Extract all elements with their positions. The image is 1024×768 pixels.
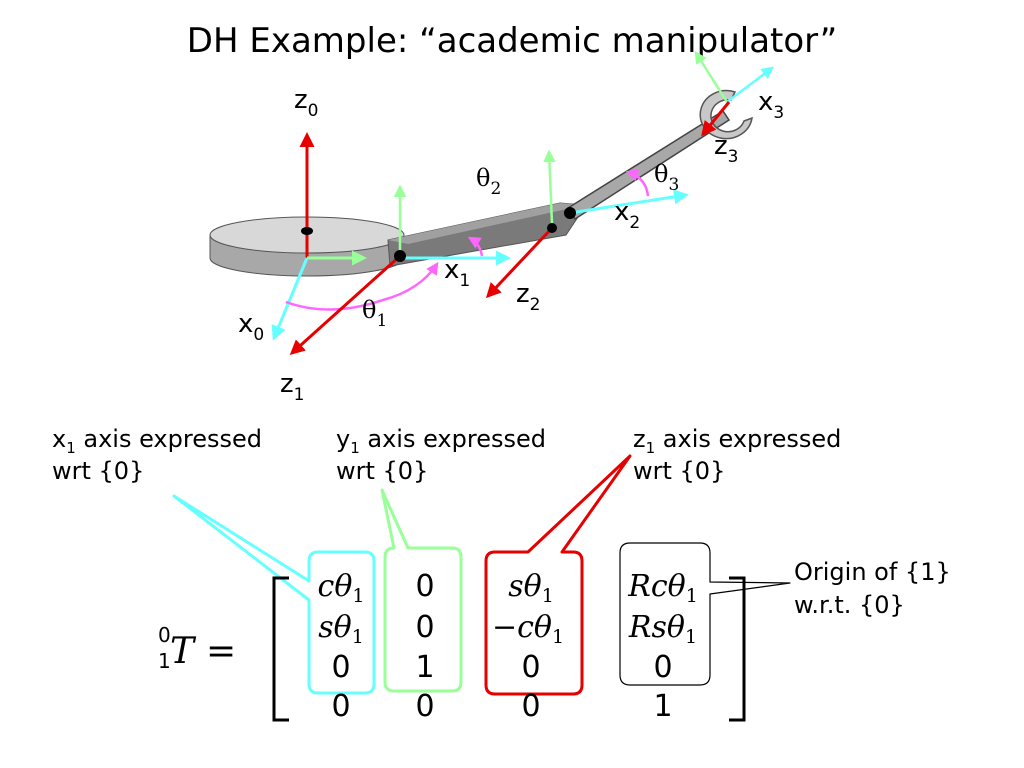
theta3-label: θ3 [654, 160, 679, 195]
y2-axis-arrow [543, 149, 556, 225]
x2-label: x2 [614, 197, 640, 233]
x3-axis-arrow [726, 66, 774, 103]
z3-axis-arrow [701, 101, 731, 137]
matrix-col-4: Rcθ1 Rsθ1 0 1 [627, 569, 698, 724]
svg-text:0: 0 [653, 650, 672, 685]
callout-box-cyan [172, 494, 376, 695]
svg-text:0: 0 [415, 569, 434, 604]
right-bracket [729, 576, 746, 722]
svg-text:−cθ1: −cθ1 [492, 610, 564, 648]
theta1-label: θ1 [362, 296, 387, 331]
theta2-label: θ2 [476, 164, 501, 199]
x1-label: x1 [444, 255, 470, 291]
svg-text:sθ1: sθ1 [318, 610, 364, 648]
svg-text:x1 axis expressed: x1 axis expressed [52, 425, 262, 457]
joint-dot-base [301, 227, 313, 235]
svg-text:=: = [206, 631, 236, 672]
svg-text:1: 1 [653, 689, 672, 724]
matrix-col-2: 0 0 1 0 [415, 569, 434, 724]
svg-text:w.r.t. {0}: w.r.t. {0} [794, 591, 905, 619]
svg-text:0: 0 [331, 650, 350, 685]
slide-title: DH Example: “academic manipulator” [187, 21, 837, 61]
svg-text:0: 0 [415, 610, 434, 645]
callout-z1: z1 axis expressed wrt {0} [633, 425, 841, 485]
svg-text:z1 axis expressed: z1 axis expressed [633, 425, 841, 457]
svg-text:wrt {0}: wrt {0} [336, 457, 428, 485]
z1-label: z1 [280, 369, 304, 405]
svg-text:1: 1 [415, 650, 434, 685]
svg-text:y1 axis expressed: y1 axis expressed [336, 425, 546, 457]
svg-text:sθ1: sθ1 [508, 569, 554, 607]
x2-axis-arrow [569, 189, 689, 215]
callout-y1: y1 axis expressed wrt {0} [336, 425, 546, 485]
x3-label: x3 [758, 87, 784, 123]
svg-text:0: 0 [415, 689, 434, 724]
joint-dot-2a [547, 223, 557, 233]
svg-text:0: 0 [331, 689, 350, 724]
svg-text:cθ1: cθ1 [318, 569, 365, 607]
callout-box-origin [619, 542, 791, 686]
svg-text:0: 0 [521, 650, 540, 685]
svg-text:wrt {0}: wrt {0} [633, 457, 725, 485]
x0-axis-arrow [271, 257, 309, 341]
z3-label: z3 [714, 131, 738, 167]
svg-text:wrt {0}: wrt {0} [52, 457, 144, 485]
callout-x1: x1 axis expressed wrt {0} [52, 425, 262, 485]
svg-text:Origin of {1}: Origin of {1} [794, 558, 951, 586]
joint-dot-2b [564, 207, 576, 219]
callout-box-red [484, 454, 632, 696]
svg-text:Rcθ1: Rcθ1 [627, 569, 698, 607]
left-bracket [272, 576, 289, 722]
z2-axis-arrow [485, 226, 554, 299]
theta1-arc [285, 261, 439, 311]
z2-label: z2 [516, 279, 540, 315]
svg-text:T: T [170, 631, 197, 672]
matrix-col-1: cθ1 sθ1 0 0 [318, 569, 365, 724]
y3-axis-arrow [694, 50, 729, 103]
svg-text:1: 1 [158, 649, 171, 673]
joint-dot-1 [394, 250, 406, 262]
z1-axis-arrow [289, 254, 402, 356]
callout-origin: Origin of {1} w.r.t. {0} [794, 558, 951, 619]
svg-text:Rsθ1: Rsθ1 [628, 610, 697, 648]
callout-box-green [380, 488, 463, 693]
theta2-arc [467, 236, 484, 257]
x0-label: x0 [238, 309, 264, 345]
svg-text:0: 0 [158, 623, 171, 647]
theta3-arc [625, 169, 650, 197]
matrix-col-3: sθ1 −cθ1 0 0 [492, 569, 564, 724]
transform-lhs: 0 1 T = [158, 623, 236, 673]
svg-text:0: 0 [521, 689, 540, 724]
z0-label: z0 [294, 85, 318, 121]
